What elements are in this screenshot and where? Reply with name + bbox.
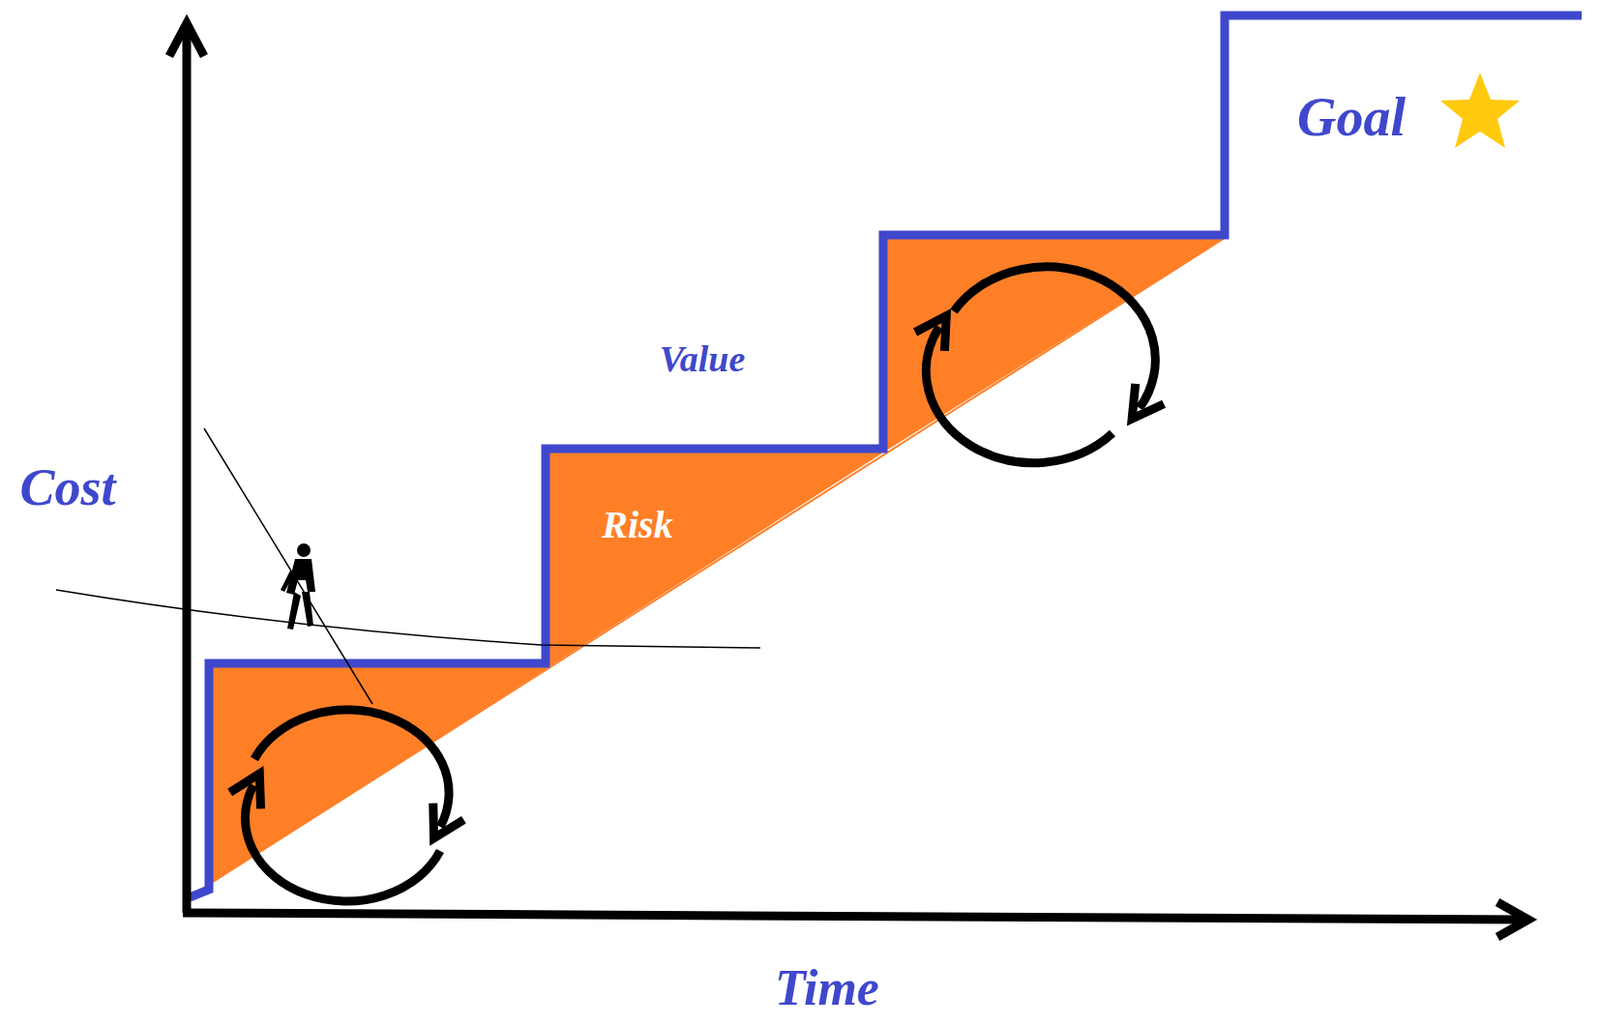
risk-area bbox=[545, 448, 884, 670]
cycle-arrow bbox=[254, 710, 449, 828]
y-axis-arrow bbox=[169, 23, 205, 57]
y-axis bbox=[182, 23, 192, 914]
x-axis bbox=[182, 913, 1527, 920]
tightrope bbox=[56, 590, 761, 649]
axis-label: Risk bbox=[601, 505, 673, 545]
balance-pole bbox=[204, 428, 373, 705]
axis-label: Time bbox=[774, 963, 880, 1014]
tightrope-walker bbox=[280, 543, 316, 630]
axis-label: Value bbox=[659, 340, 746, 378]
cycle-arrow bbox=[925, 326, 1113, 464]
cycle-arrow bbox=[244, 785, 441, 902]
goal-star bbox=[1440, 72, 1520, 149]
cycle-arrow bbox=[953, 266, 1156, 409]
axis-label: Cost bbox=[19, 461, 116, 514]
value-staircase bbox=[189, 15, 1582, 898]
cost-diagonal bbox=[188, 237, 1225, 898]
axis-label: Goal bbox=[1297, 89, 1406, 145]
x-axis-arrow bbox=[1497, 902, 1529, 938]
